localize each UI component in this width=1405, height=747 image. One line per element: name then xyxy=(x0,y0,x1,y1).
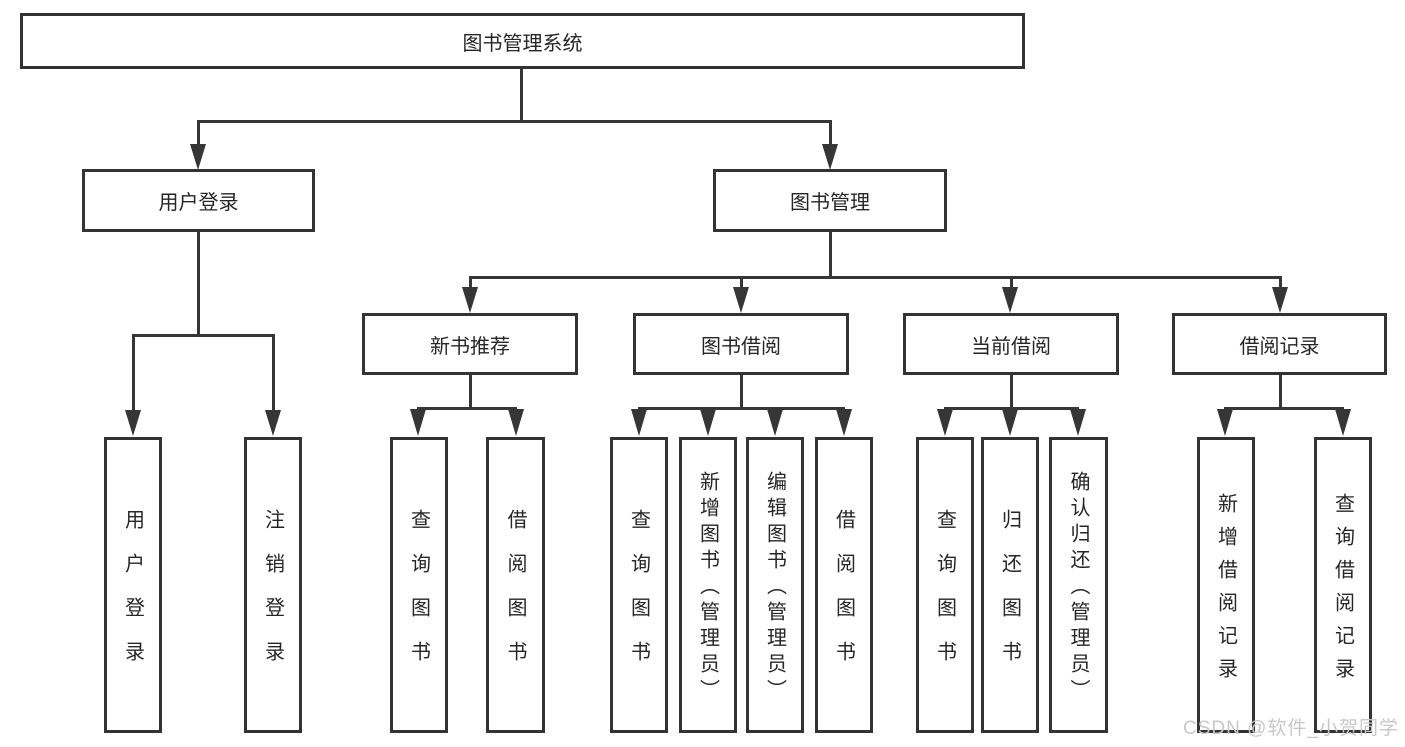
leaf-label: 注销登录 xyxy=(261,509,284,685)
node-borrow-record: 借阅记录 xyxy=(1172,313,1387,375)
node-borrow-record-label: 借阅记录 xyxy=(1239,335,1320,358)
arrow-down-icon xyxy=(265,410,281,436)
arrow-down-icon xyxy=(1217,409,1233,436)
node-current-borrow: 当前借阅 xyxy=(903,313,1119,375)
leaf-query-books-recommend: 查询图书 xyxy=(390,437,448,733)
leaf-user-login: 用户登录 xyxy=(104,437,162,733)
connector-user-login-branch xyxy=(133,334,274,337)
arrow-down-icon xyxy=(410,409,426,436)
connector-borrow-record-branch xyxy=(1224,407,1344,410)
leaf-edit-books-admin: 编辑图书（管理员） xyxy=(746,437,804,733)
connector-book-mgmt-branch xyxy=(470,276,1281,279)
connector-borrow-record-stem xyxy=(1279,375,1282,410)
csdn-watermark: CSDN @软件_小贺同学 xyxy=(1183,718,1399,739)
leaf-label: 借阅图书 xyxy=(832,509,855,685)
arrow-down-icon xyxy=(1002,287,1018,313)
leaf-return-books: 归还图书 xyxy=(981,437,1039,733)
connector-current-borrow-stem xyxy=(1010,375,1013,410)
arrow-down-icon xyxy=(836,409,852,436)
connector-to-leaf xyxy=(272,334,275,413)
arrow-down-icon xyxy=(1070,409,1086,436)
connector-book-borrow-branch xyxy=(638,407,845,410)
leaf-label: 查询图书 xyxy=(407,509,430,685)
connector-to-borrow-record xyxy=(1279,276,1282,290)
connector-to-book-borrow xyxy=(740,276,743,290)
connector-to-user-login xyxy=(197,120,200,148)
leaf-label: 查询图书 xyxy=(627,509,650,685)
arrow-down-icon xyxy=(1335,409,1351,436)
node-user-login-label: 用户登录 xyxy=(158,192,239,214)
connector-current-borrow-branch xyxy=(944,407,1079,410)
connector-book-borrow-stem xyxy=(740,375,743,410)
leaf-confirm-return-admin: 确认归还（管理员） xyxy=(1049,437,1108,733)
connector-to-new-book xyxy=(469,276,472,290)
node-root: 图书管理系统 xyxy=(20,13,1025,69)
connector-to-current-borrow xyxy=(1010,276,1013,290)
connector-new-book-branch xyxy=(417,407,517,410)
arrow-down-icon xyxy=(462,287,478,313)
leaf-query-books-borrow: 查询图书 xyxy=(610,437,668,733)
arrow-down-icon xyxy=(631,409,647,436)
node-user-login: 用户登录 xyxy=(82,169,315,232)
node-root-label: 图书管理系统 xyxy=(462,32,583,55)
leaf-label: 查询借阅记录 xyxy=(1331,492,1354,691)
node-book-management-label: 图书管理 xyxy=(790,192,870,214)
node-current-borrow-label: 当前借阅 xyxy=(971,335,1051,358)
leaf-label: 确认归还（管理员） xyxy=(1067,471,1089,705)
arrow-down-icon xyxy=(190,144,206,170)
connector-book-mgmt-stem xyxy=(829,232,832,278)
arrow-down-icon xyxy=(1272,287,1288,313)
node-new-book-recommend-label: 新书推荐 xyxy=(430,335,510,358)
node-new-book-recommend: 新书推荐 xyxy=(362,313,578,375)
arrow-down-icon xyxy=(733,287,749,313)
connector-to-book-mgmt xyxy=(829,120,832,148)
leaf-label: 编辑图书（管理员） xyxy=(763,471,786,705)
connector-root-stem xyxy=(520,69,523,122)
leaf-add-books-admin: 新增图书（管理员） xyxy=(679,437,737,733)
connector-root-branch xyxy=(198,120,831,123)
connector-new-book-stem xyxy=(469,375,472,410)
leaf-label: 归还图书 xyxy=(998,509,1021,685)
arrow-down-icon xyxy=(700,409,716,436)
arrow-down-icon xyxy=(767,409,783,436)
leaf-add-borrow-record: 新增借阅记录 xyxy=(1197,437,1255,733)
leaf-label: 借阅图书 xyxy=(504,509,526,685)
leaf-logout: 注销登录 xyxy=(244,437,302,733)
arrow-down-icon xyxy=(125,410,141,436)
arrow-down-icon xyxy=(822,144,838,170)
arrow-down-icon xyxy=(508,409,524,436)
connector-to-leaf xyxy=(132,334,135,413)
arrow-down-icon xyxy=(937,409,953,436)
leaf-label: 查询图书 xyxy=(933,509,956,685)
leaf-query-books-current: 查询图书 xyxy=(916,437,974,733)
leaf-borrow-books-recommend: 借阅图书 xyxy=(486,437,545,733)
node-book-borrow: 图书借阅 xyxy=(633,313,849,375)
leaf-label: 用户登录 xyxy=(121,509,144,685)
connector-user-login-stem xyxy=(197,232,200,336)
leaf-label: 新增借阅记录 xyxy=(1214,492,1237,691)
node-book-borrow-label: 图书借阅 xyxy=(701,335,781,358)
leaf-query-borrow-record: 查询借阅记录 xyxy=(1314,437,1372,733)
node-book-management: 图书管理 xyxy=(713,169,947,232)
leaf-label: 新增图书（管理员） xyxy=(696,471,719,705)
leaf-borrow-books: 借阅图书 xyxy=(815,437,873,733)
arrow-down-icon xyxy=(1002,409,1018,436)
